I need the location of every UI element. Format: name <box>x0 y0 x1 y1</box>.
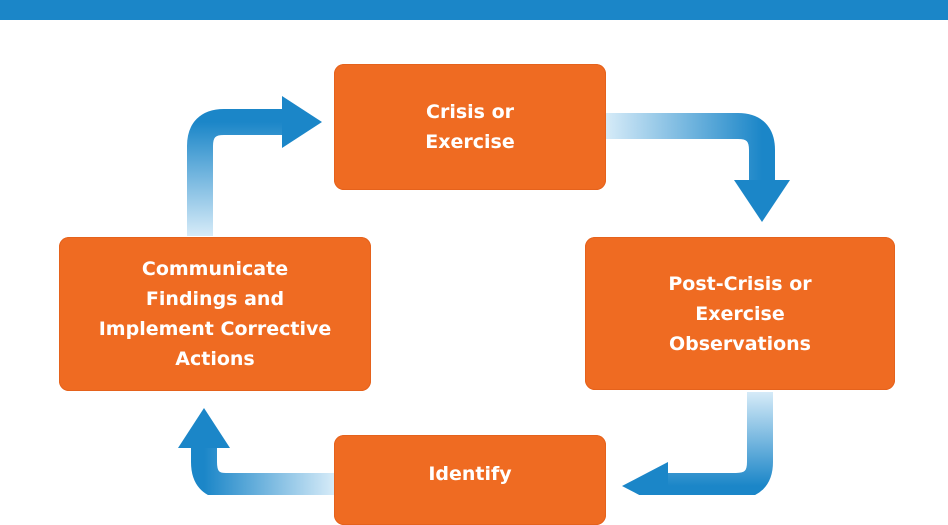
arrow-to-communicate <box>178 408 334 495</box>
step-communicate-findings: Communicate Findings and Implement Corre… <box>59 237 371 391</box>
arrow-to-identify <box>622 392 773 495</box>
step-crisis-or-exercise: Crisis or Exercise <box>334 64 606 190</box>
step-post-crisis-observations: Post-Crisis or Exercise Observations <box>585 237 895 390</box>
arrow-to-crisis <box>187 96 322 236</box>
arrow-to-observations <box>606 113 790 222</box>
top-banner-bar <box>0 0 948 20</box>
step-identify: Identify <box>334 435 606 525</box>
cycle-arrows <box>178 96 790 495</box>
